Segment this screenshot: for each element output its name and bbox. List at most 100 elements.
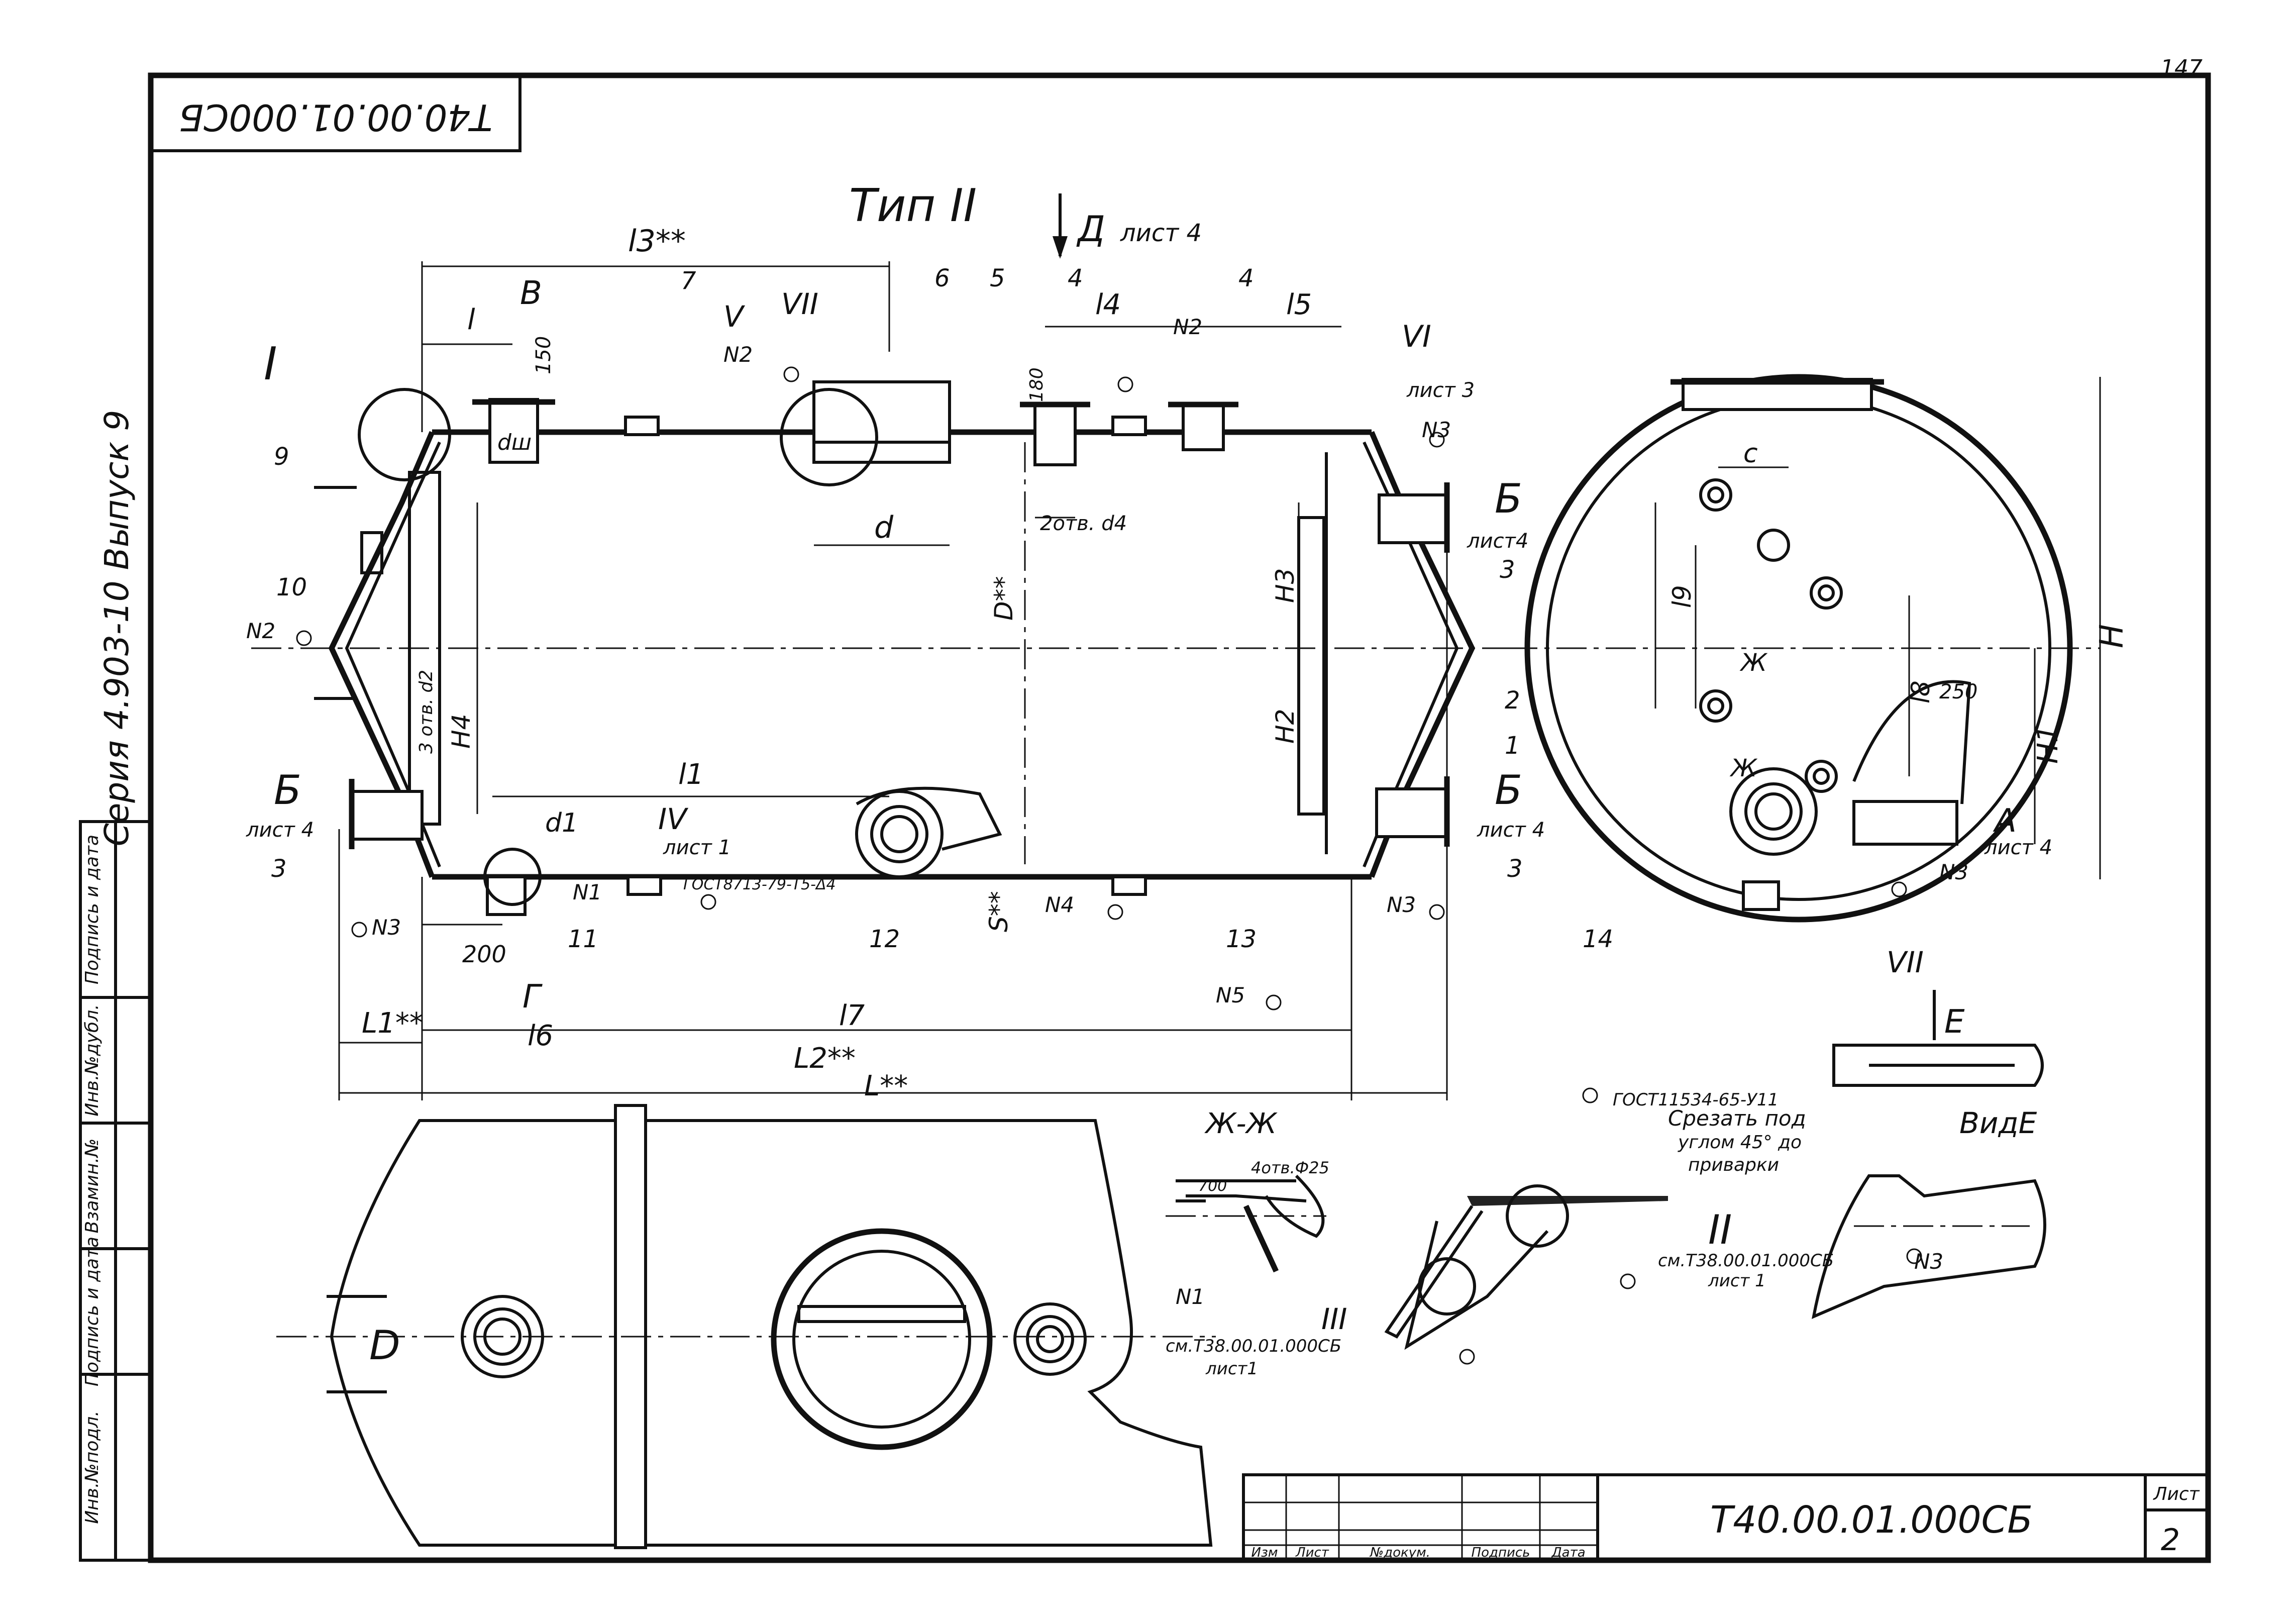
ref-list4-lower: лист 4 (1477, 819, 1545, 842)
series-label: Серия 4.903-10 Выпуск 9 (97, 410, 136, 847)
detail-circle-i (358, 388, 451, 481)
pos-11: 11 (568, 925, 598, 953)
section-zh-top: Ж (1739, 649, 1768, 677)
leader-markers (296, 366, 1922, 1365)
detail-circle-iv (483, 848, 542, 906)
detail-zh-zh (1166, 1174, 1326, 1273)
pos-4-a: 4 (1068, 264, 1083, 292)
gost-weld: ГОСТ8713-79-Т5-Δ4 (683, 876, 836, 893)
pos-3-right: 3 (1500, 556, 1515, 584)
dim-D: D** (989, 576, 1018, 621)
pos-4-b: 4 (1238, 264, 1254, 292)
nozzle-n3-top: N3 (1422, 418, 1451, 442)
dim-L: L** (864, 1070, 908, 1102)
strip-podpis-2: Подпись и дата (82, 835, 102, 984)
section-g: Г (523, 978, 543, 1016)
dim-l4: l4 (1095, 288, 1121, 321)
sheet-number: 2 (2161, 1523, 2180, 1558)
left-approval-strip: Инв.№подл. Подпись и дата Взамин.№ Инв.№… (79, 820, 152, 1562)
dim-dsh: dш (497, 430, 532, 455)
view-d-letter: Д (1076, 209, 1105, 250)
holes-d4: 2отв. d4 (1040, 512, 1127, 535)
strip-podpis-1: Подпись и дата (82, 1237, 102, 1386)
section-e: Е (1944, 1003, 1965, 1041)
dim-l8: l8 (1906, 680, 1935, 703)
tb-col-podpis: Подпись (1472, 1545, 1530, 1560)
roman-ii: II (1708, 1206, 1732, 1253)
pos-9: 9 (274, 443, 289, 471)
dim-200: 200 (462, 941, 506, 968)
view-e-label: ВидЕ (1959, 1106, 2037, 1140)
section-b-top: Б (1495, 475, 1522, 522)
tb-col-dokum: №докум. (1369, 1545, 1430, 1560)
nozzle-n5: N5 (1216, 983, 1245, 1007)
ref-see-2: см.Т38.00.01.000СБ (1658, 1251, 1834, 1271)
dim-H: H (2094, 624, 2131, 648)
detail-vii-view-e (1812, 990, 2046, 1319)
page-number: 147 (2160, 55, 2203, 81)
nozzle-n1: N1 (573, 880, 602, 904)
ref-list4-left: лист 4 (246, 819, 314, 842)
dim-180: 180 (1026, 367, 1047, 402)
nozzle-n3-left: N3 (372, 915, 401, 940)
dim-l1: l1 (678, 758, 704, 791)
detail-circle-vii (780, 388, 878, 486)
nozzle-n2-left: N2 (246, 619, 275, 643)
dim-l3: l3** (628, 224, 686, 259)
sheet-frame (148, 72, 2211, 1563)
gost-note: ГОСТ11534-65-У11 (1613, 1090, 1779, 1110)
roman-i: I (264, 338, 277, 390)
section-b-left: Б (274, 767, 301, 814)
pos-13: 13 (1226, 925, 1257, 953)
pos-7: 7 (681, 267, 696, 295)
dim-d: d (874, 510, 894, 545)
nozzle-n4: N4 (1045, 892, 1074, 917)
cut-note-3: приварки (1688, 1155, 1779, 1175)
view-d-sheet: лист 4 (1120, 219, 1202, 247)
dim-150: 150 (532, 336, 555, 374)
tb-col-izm: Изм (1251, 1545, 1278, 1560)
pos-5: 5 (990, 264, 1005, 292)
detail-i (1384, 1184, 1668, 1350)
holes-f25: 4отв.Ф25 (1251, 1158, 1329, 1177)
pos-12: 12 (869, 925, 900, 953)
cut-note-2: углом 45° до (1678, 1132, 1802, 1153)
ref-list3-vi: лист 3 (1406, 379, 1475, 402)
dim-c: c (1743, 439, 1758, 469)
roman-vii: VII (781, 287, 818, 321)
pos-6: 6 (934, 264, 950, 292)
dim-H4: H4 (447, 714, 476, 749)
dim-l5: l5 (1286, 288, 1312, 321)
section-zh-label: Ж-Ж (1204, 1107, 1278, 1140)
pos-14: 14 (1583, 925, 1613, 953)
nozzle-n1-detail: N1 (1176, 1284, 1205, 1309)
roman-iv: IV (658, 802, 689, 836)
ref-see-2-sheet: лист 1 (1708, 1271, 1766, 1291)
dim-l9: l9 (1667, 585, 1697, 608)
sheet-label: Лист (2152, 1484, 2200, 1504)
dim-H2: H2 (1271, 709, 1300, 744)
tb-col-list: Лист (1295, 1545, 1329, 1560)
dim-l7: l7 (839, 999, 865, 1032)
ref-list1-iv: лист 1 (663, 836, 731, 859)
pos-1: 1 (1505, 732, 1520, 760)
holes-d2: 3 отв. d2 (416, 670, 437, 754)
nozzle-n3-right: N3 (1387, 892, 1416, 917)
dim-d1: d1 (545, 808, 578, 838)
strip-vzamin: Взамин.№ (82, 1139, 102, 1234)
dim-S: S** (984, 891, 1013, 932)
dimension-lines (338, 261, 1448, 1100)
vessel-end-view (1507, 374, 2101, 923)
nozzle-n3-end: N3 (1939, 860, 1968, 884)
pos-2: 2 (1505, 686, 1520, 715)
vessel-plan-view: D (276, 1104, 1216, 1549)
section-v: В (520, 275, 542, 312)
ref-list4-right: лист4 (1467, 530, 1528, 553)
main-title: Тип II (849, 179, 977, 232)
roman-v: V (723, 299, 746, 334)
annotations: l3** l l4 l5 d dш l1 d1 l6 l7 L1** L2** … (246, 224, 2131, 1379)
section-a: А (1993, 802, 2017, 840)
dim-l6: l6 (528, 1020, 553, 1052)
